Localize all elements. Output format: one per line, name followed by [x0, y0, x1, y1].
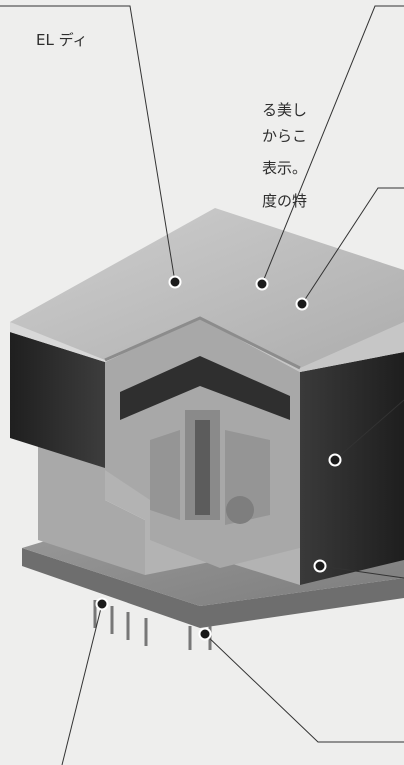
stem-core: [195, 420, 210, 515]
cap-top: [10, 208, 404, 368]
description-line-3: からこ: [262, 127, 308, 145]
upper-housing-left: [10, 332, 105, 468]
cap-cut-line: [104, 316, 301, 370]
leader-7: [204, 633, 404, 743]
callout-marker-3: [295, 297, 309, 311]
callout-marker-1: [168, 275, 182, 289]
description-line-4: 表示。: [262, 159, 308, 177]
base-plate: [22, 548, 404, 628]
description-line-1: EL ディ: [36, 31, 88, 49]
leader-5: [319, 565, 404, 579]
callout-marker-4: [328, 453, 342, 467]
callout-markers: [95, 275, 342, 641]
description-line-5: 度の特: [262, 192, 308, 210]
contact-ball: [226, 496, 254, 524]
description-line-2: る美し: [262, 101, 308, 119]
terminal-pins: [93, 600, 212, 650]
leader-1: [0, 5, 176, 283]
slider: [150, 430, 180, 520]
callout-marker-6: [95, 597, 109, 611]
upper-housing-right: [300, 352, 404, 470]
leader-2: [261, 5, 404, 285]
leader-4: [334, 399, 404, 461]
callout-marker-7: [198, 627, 212, 641]
callout-marker-5: [313, 559, 327, 573]
leader-lines: [0, 5, 404, 765]
inner-mechanism: [120, 356, 290, 420]
leader-6: [61, 603, 103, 765]
callout-marker-2: [255, 277, 269, 291]
leader-3: [301, 187, 404, 305]
